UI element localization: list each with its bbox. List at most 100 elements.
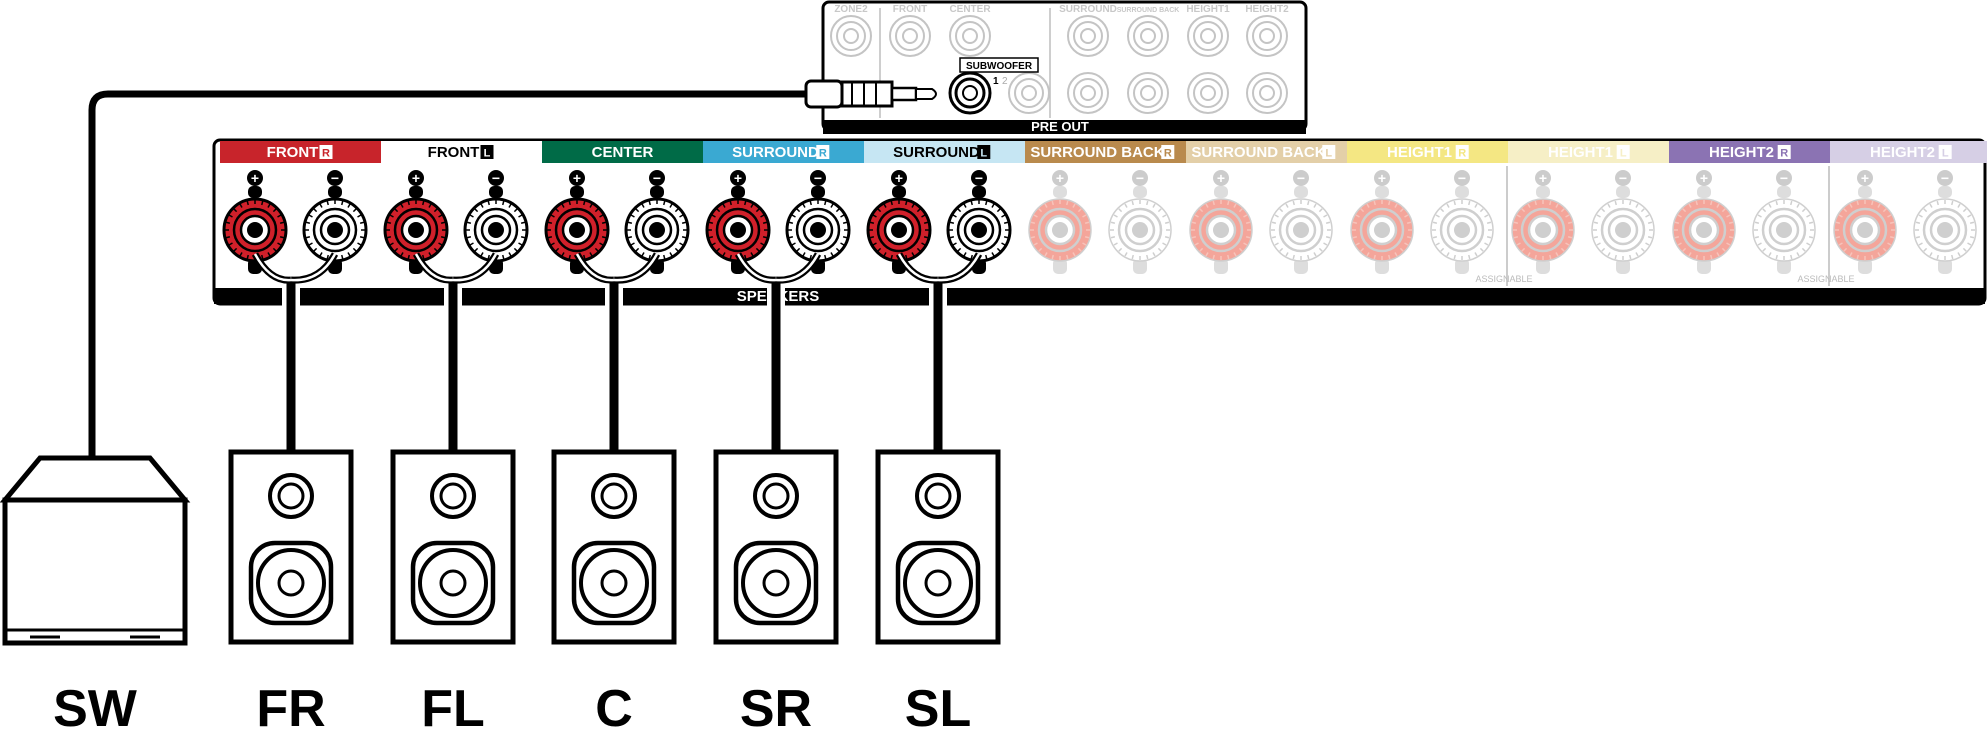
speaker-cabinet (713, 449, 839, 645)
channel-label: HEIGHT1 (1548, 144, 1613, 161)
preout-jack (1127, 15, 1169, 57)
minus-sign: − (1458, 170, 1466, 186)
negative-terminal: − (463, 170, 529, 274)
positive-terminal: + (1833, 170, 1897, 274)
channel-header-bg (1025, 141, 1186, 163)
channel-side-badge: R (1458, 148, 1466, 160)
speaker-terminals-panel: SPEAKERS FRONTRFRONTLCENTERSURROUNDRSURR… (212, 138, 1987, 306)
plus-sign: + (734, 170, 742, 186)
speaker-label-sr: SR (740, 680, 812, 738)
channel-header-bg (220, 141, 381, 163)
plus-sign: + (1539, 170, 1547, 186)
plus-sign: + (895, 170, 903, 186)
channel-label: HEIGHT2 (1870, 144, 1935, 161)
minus-sign: − (1136, 170, 1144, 186)
speaker-cabinet (390, 449, 516, 645)
negative-terminal: − (1752, 170, 1816, 274)
channel-label: SURROUND BACK (1191, 144, 1325, 161)
subwoofer-unit (0, 455, 191, 646)
subwoofer-cable (88, 79, 937, 460)
preout-jack (830, 15, 872, 57)
subwoofer-jack (948, 71, 992, 115)
channel-header-bg (542, 141, 703, 163)
minus-sign: − (492, 170, 500, 186)
preout-label: HEIGHT2 (1245, 4, 1289, 15)
minus-sign: − (1297, 170, 1305, 186)
speaker-label-fr: FR (256, 680, 325, 738)
minus-sign: − (975, 170, 983, 186)
speaker-label-sl: SL (905, 680, 971, 738)
positive-terminal: + (222, 170, 288, 274)
preout-label: ZONE2 (834, 4, 868, 15)
preout-label: FRONT (893, 4, 927, 15)
negative-terminal: − (1591, 170, 1655, 274)
channel-label: HEIGHT2 (1709, 144, 1774, 161)
preout-jack (1187, 15, 1229, 57)
plus-sign: + (251, 170, 259, 186)
minus-sign: − (1780, 170, 1788, 186)
negative-terminal: − (1430, 170, 1494, 274)
channel-header-bg (1186, 141, 1347, 163)
preout-jack (1246, 15, 1288, 57)
speaker-cabinet (228, 449, 354, 645)
negative-terminal: − (1108, 170, 1172, 274)
speaker-wire (251, 252, 339, 452)
channel-side-badge: L (1620, 148, 1627, 160)
positive-terminal: + (1189, 170, 1253, 274)
plus-sign: + (1861, 170, 1869, 186)
minus-sign: − (331, 170, 339, 186)
channel-label: SURROUND (893, 144, 980, 161)
channel-side-badge: L (1325, 148, 1332, 160)
assignable-label-1: ASSIGNABLE (1475, 274, 1532, 284)
speaker-label-c: C (595, 680, 633, 738)
positive-terminal: + (705, 170, 771, 274)
preout-label: SURROUND (1059, 4, 1117, 15)
positive-terminal: + (1350, 170, 1414, 274)
channel-side-badge: L (1942, 148, 1949, 160)
preout-jack (1187, 72, 1229, 114)
minus-sign: − (814, 170, 822, 186)
positive-terminal: + (383, 170, 449, 274)
preout-jack (1246, 72, 1288, 114)
subwoofer-label: SUBWOOFER (966, 61, 1033, 72)
preout-jack (889, 15, 931, 57)
channel-label: FRONT (267, 144, 319, 161)
positive-terminal: + (1511, 170, 1575, 274)
speaker-cabinet (551, 449, 677, 645)
speaker-wire (573, 252, 661, 452)
speaker-wires (251, 252, 983, 452)
channel-label: SURROUND (732, 144, 819, 161)
channel-label: CENTER (592, 144, 654, 161)
plus-sign: + (412, 170, 420, 186)
preout-label: HEIGHT1 (1186, 4, 1230, 15)
speaker-wire (412, 252, 500, 452)
negative-terminal: − (1269, 170, 1333, 274)
preout-jack (1067, 15, 1109, 57)
channel-side-badge: R (322, 148, 330, 160)
speaker-label-sw: SW (53, 680, 138, 738)
preout-label: CENTER (949, 4, 991, 15)
speaker-wire (734, 252, 822, 452)
assignable-label-2: ASSIGNABLE (1797, 274, 1854, 284)
subwoofer-number-2: 2 (1002, 76, 1008, 87)
preout-jack (1127, 72, 1169, 114)
channel-label: SURROUND BACK (1030, 144, 1164, 161)
negative-terminal: − (1913, 170, 1977, 274)
subwoofer-number-1: 1 (993, 76, 999, 87)
positive-terminal: + (1028, 170, 1092, 274)
positive-terminal: + (866, 170, 932, 274)
channel-side-badge: L (484, 148, 491, 160)
positive-terminal: + (544, 170, 610, 274)
channel-side-badge: R (1780, 148, 1788, 160)
plus-sign: + (573, 170, 581, 186)
channel-side-badge: R (1164, 148, 1172, 160)
plus-sign: + (1056, 170, 1064, 186)
preout-jack (949, 15, 991, 57)
negative-terminal: − (302, 170, 368, 274)
channel-label: FRONT (428, 144, 480, 161)
minus-sign: − (1619, 170, 1627, 186)
minus-sign: − (653, 170, 661, 186)
preout-jack (1008, 72, 1050, 114)
